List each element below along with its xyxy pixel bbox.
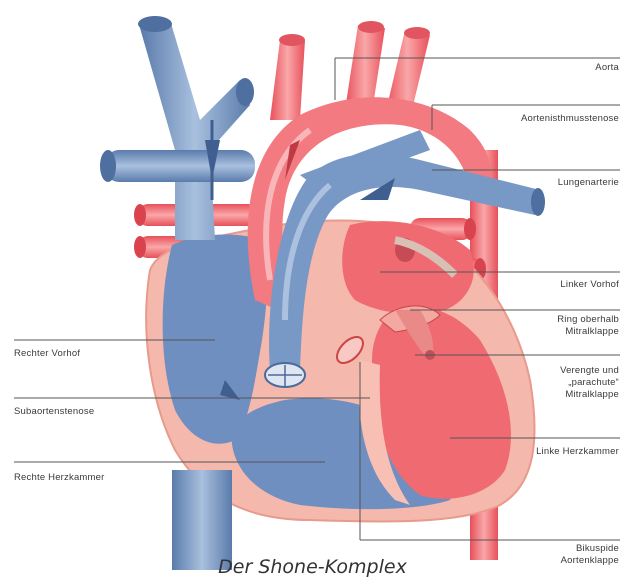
label-left-ventricle: Linke Herzkammer	[536, 446, 619, 458]
label-left-atrium: Linker Vorhof	[560, 279, 619, 291]
label-supravalvular-ring: Ring oberhalb Mitralklappe	[557, 314, 619, 338]
label-bicuspid-line1: Bikuspide	[561, 543, 619, 555]
label-subaortic-stenosis: Subaortenstenose	[14, 406, 94, 418]
pulmonary-valve	[265, 363, 305, 387]
label-supravalvular-ring-line1: Ring oberhalb	[557, 314, 619, 326]
label-supravalvular-ring-line2: Mitralklappe	[557, 326, 619, 338]
label-parachute-line1: Verengte und	[560, 365, 619, 377]
label-aortic-isthmus-stenosis: Aortenisthmusstenose	[521, 113, 619, 125]
label-right-atrium: Rechter Vorhof	[14, 348, 80, 360]
label-parachute-mitral-valve: Verengte und „parachute“ Mitralklappe	[560, 365, 619, 401]
label-pulmonary-artery: Lungenarterie	[558, 177, 619, 189]
label-parachute-line2: „parachute“	[560, 377, 619, 389]
label-parachute-line3: Mitralklappe	[560, 389, 619, 401]
figure-caption: Der Shone-Komplex	[0, 556, 625, 578]
label-aorta: Aorta	[595, 62, 619, 74]
label-right-ventricle: Rechte Herzkammer	[14, 472, 105, 484]
